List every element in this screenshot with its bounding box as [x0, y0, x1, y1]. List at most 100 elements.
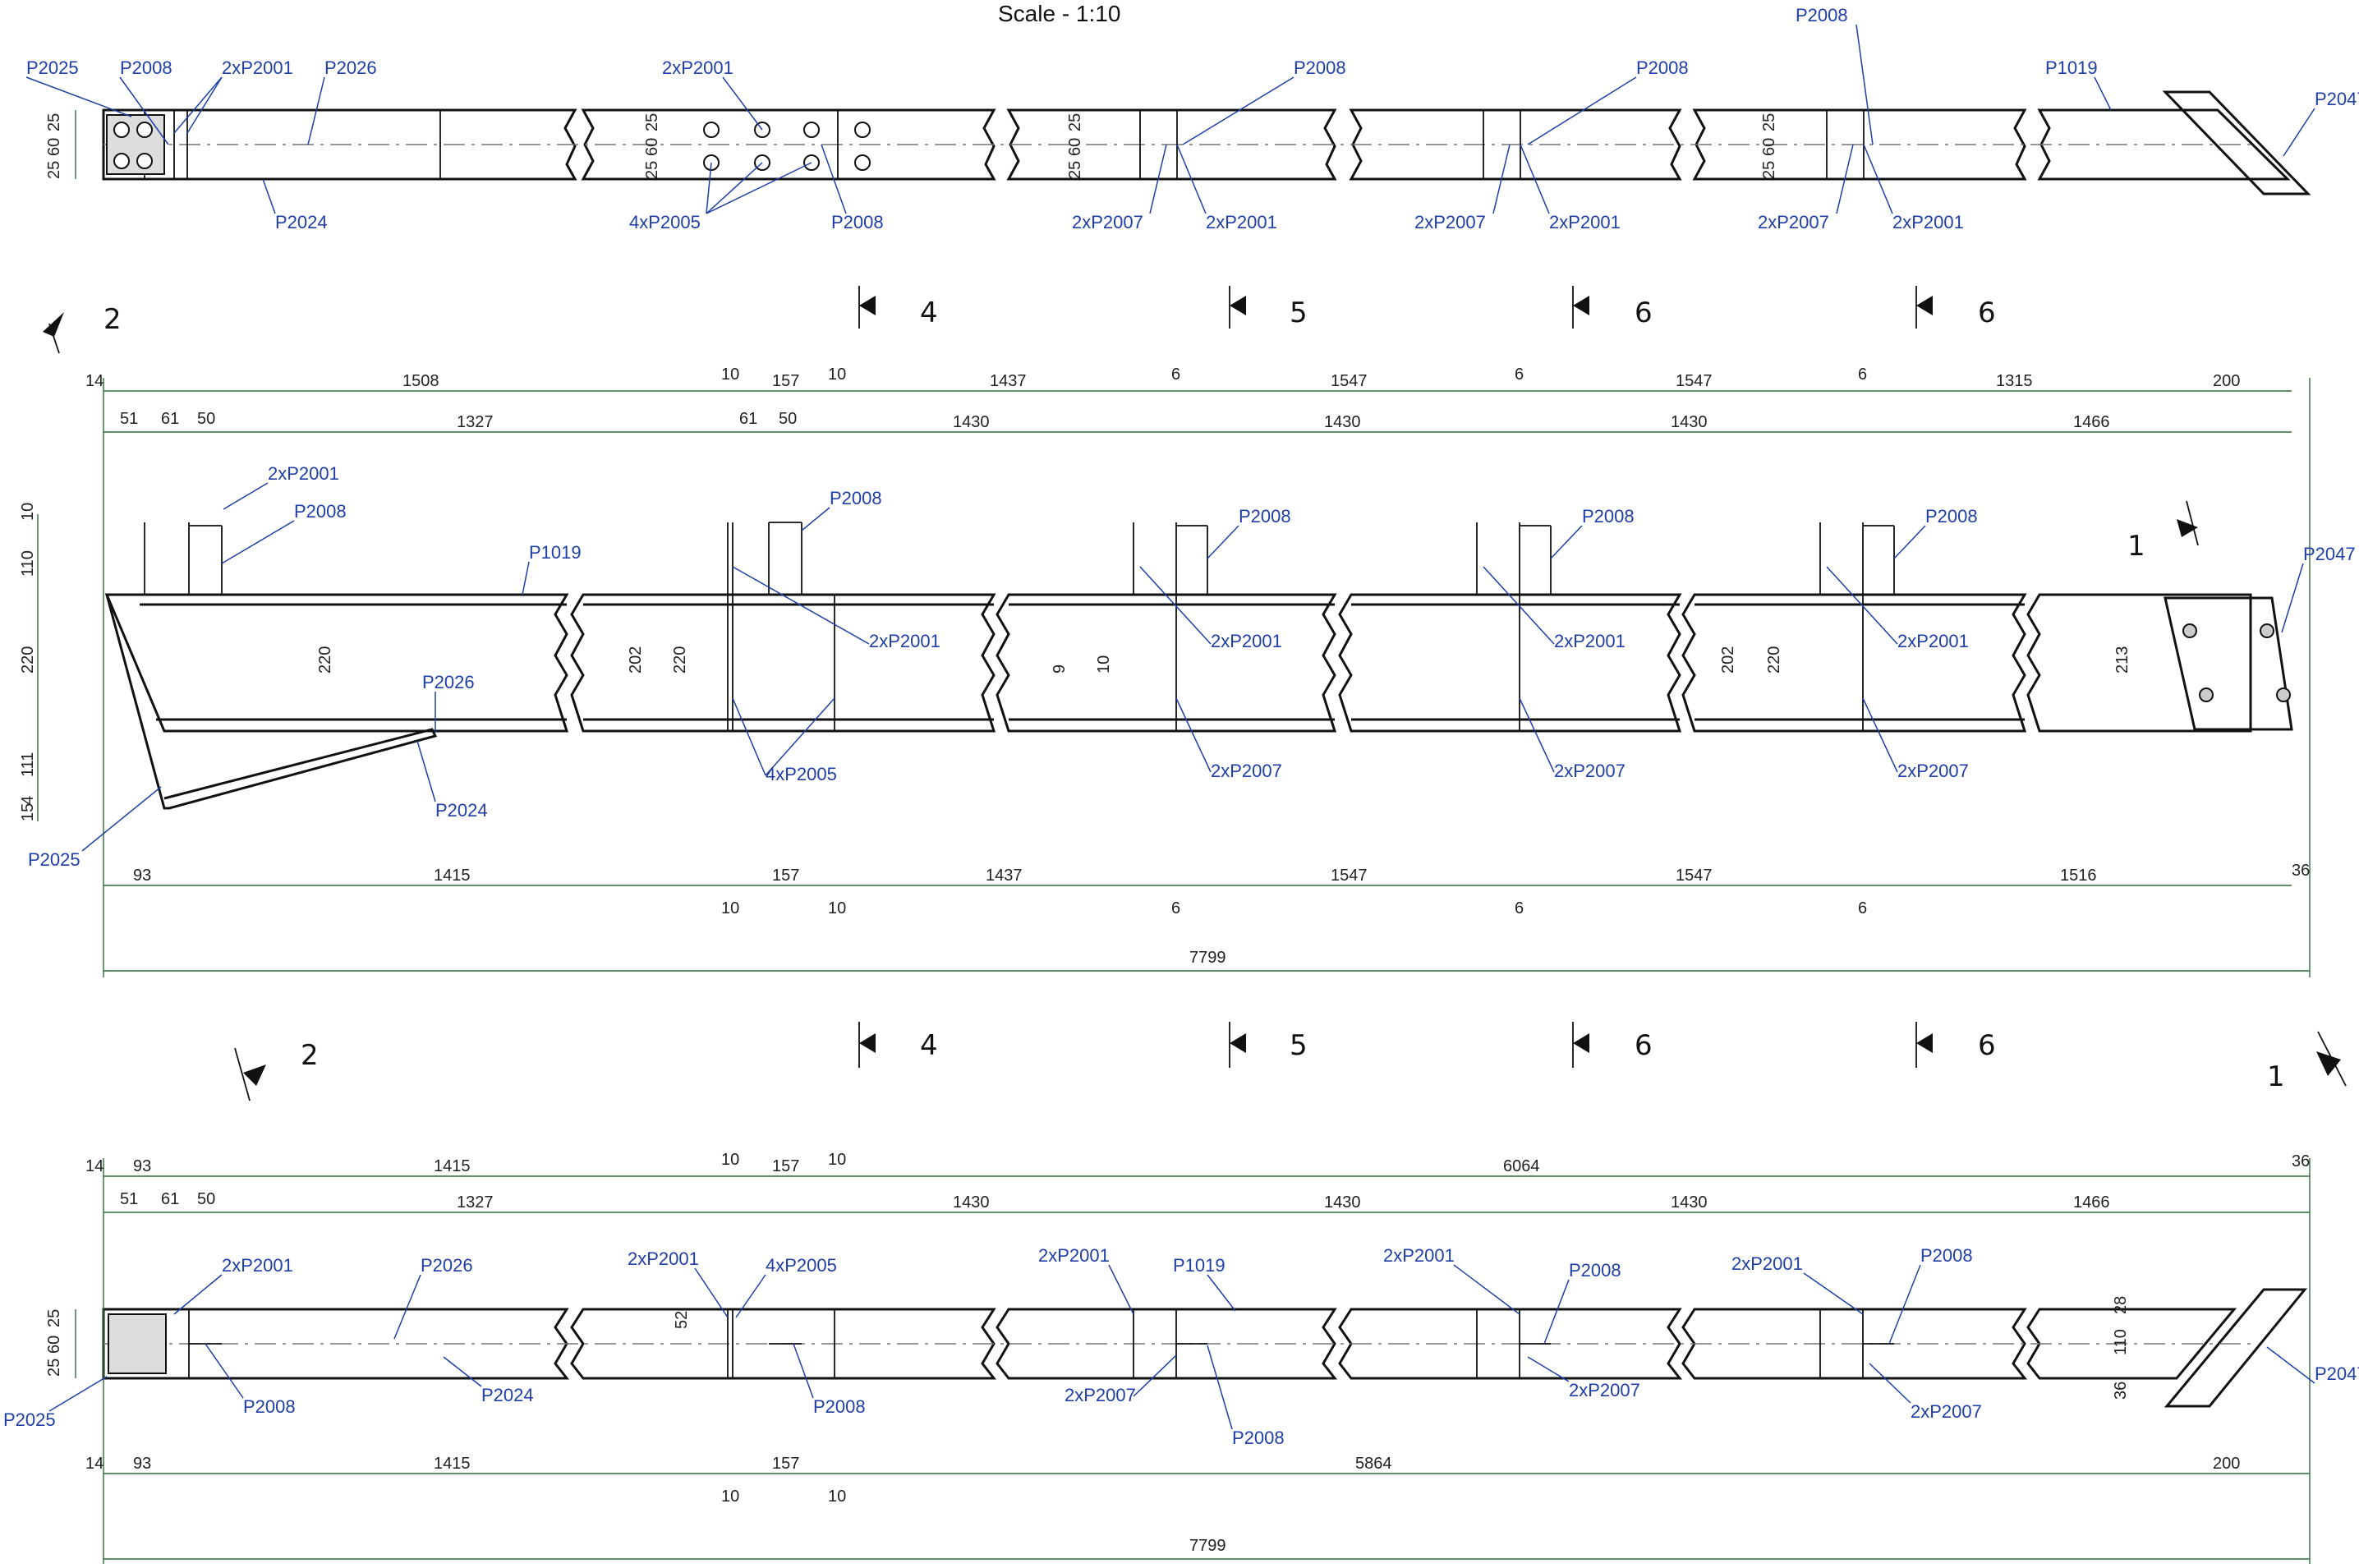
- dim-text: 220: [671, 646, 689, 674]
- dim-text: 200: [2213, 372, 2240, 390]
- dim-text: 1415: [434, 1455, 471, 1473]
- dim-text: 25: [1066, 113, 1084, 131]
- dim-text: 202: [627, 646, 645, 674]
- dim-text: 6: [1171, 366, 1180, 384]
- label-p2008: P2008: [1569, 1260, 1621, 1281]
- section-5-mark: 5: [1290, 1029, 1308, 1062]
- label-p2024: P2024: [481, 1385, 534, 1405]
- dim-text: 157: [772, 867, 799, 885]
- dim-text: 25: [643, 161, 661, 179]
- dim-text: 6: [1515, 366, 1524, 384]
- dim-text: 10: [828, 1488, 846, 1506]
- label-p2008: P2008: [120, 57, 172, 78]
- dim-text: 1508: [402, 372, 439, 390]
- section-1-mark: 1: [2127, 530, 2145, 563]
- bottom-view: 14 93 1415 10 157 10 6064 36 51 61 50 13…: [3, 1151, 2359, 1564]
- dim-text: 1415: [434, 867, 471, 885]
- dim-text: 5864: [1355, 1455, 1392, 1473]
- dim-text: 10: [828, 899, 846, 917]
- dim-text: 61: [739, 410, 757, 428]
- label-p1019: P1019: [1173, 1255, 1225, 1276]
- dim-text: 14: [85, 1157, 103, 1175]
- label-2xp2001: 2xP2001: [869, 631, 940, 651]
- dim-text: 1430: [1324, 1193, 1361, 1212]
- dim-text: 60: [45, 138, 63, 156]
- section-2-mark: 2: [103, 303, 122, 336]
- label-2xp2007: 2xP2007: [1414, 212, 1486, 232]
- section-1-mark: 1: [2267, 1060, 2285, 1093]
- dim-text: 14: [85, 372, 103, 390]
- label-2xp2001: 2xP2001: [222, 57, 293, 78]
- label-2xp2007: 2xP2007: [1072, 212, 1143, 232]
- label-p2008: P2008: [294, 501, 347, 522]
- dim-text: 1430: [953, 413, 990, 431]
- dim-text: 213: [2113, 646, 2131, 674]
- dim-text: 51: [120, 410, 138, 428]
- section-marks-row2: 2 4 5 6 6 1: [234, 1022, 2347, 1101]
- dim-text: 10: [721, 1151, 739, 1169]
- dim-text: 14: [85, 1455, 103, 1473]
- label-p2008: P2008: [813, 1396, 866, 1417]
- dim-text: 50: [779, 410, 797, 428]
- section-4-mark: 4: [920, 297, 938, 329]
- bolt-group-left: [106, 114, 165, 175]
- section-6b-mark: 6: [1978, 297, 1996, 329]
- section-2-mark: 2: [301, 1039, 319, 1072]
- dim-text: 220: [1765, 646, 1783, 674]
- label-2xp2001: 2xP2001: [268, 463, 339, 484]
- label-2xp2001: 2xP2001: [1892, 212, 1964, 232]
- label-2xp2001: 2xP2001: [1211, 631, 1282, 651]
- label-p2008: P2008: [1582, 506, 1635, 526]
- label-p2047: P2047: [2303, 544, 2356, 564]
- label-p2008: P2008: [831, 212, 884, 232]
- dim-text: 1327: [457, 413, 494, 431]
- dim-text: 110: [2112, 1329, 2130, 1355]
- dim-text: 36: [2292, 862, 2310, 880]
- dim-text: 9: [1051, 664, 1069, 674]
- label-4xp2005: 4xP2005: [766, 1255, 837, 1276]
- dim-text: 93: [133, 867, 151, 885]
- dim-text: 1547: [1676, 372, 1713, 390]
- section-6b-mark: 6: [1978, 1029, 1996, 1062]
- dim-text: 1415: [434, 1157, 471, 1175]
- dim-text: 220: [19, 646, 37, 674]
- label-p2026: P2026: [324, 57, 377, 78]
- dim-text: 202: [1719, 646, 1737, 674]
- label-p2025: P2025: [26, 57, 79, 78]
- dim-text: 6: [1171, 899, 1180, 917]
- section-5-mark: 5: [1290, 297, 1308, 329]
- dim-text: 1466: [2073, 1193, 2110, 1212]
- dim-text: 93: [133, 1455, 151, 1473]
- dim-text: 93: [133, 1157, 151, 1175]
- section-6a-mark: 6: [1635, 297, 1653, 329]
- label-p2026: P2026: [422, 672, 475, 692]
- hole-group-p2005: [703, 122, 871, 171]
- label-2xp2001: 2xP2001: [222, 1255, 293, 1276]
- label-2xp2001: 2xP2001: [1206, 212, 1277, 232]
- label-4xp2005: 4xP2005: [766, 764, 837, 784]
- label-p2008: P2008: [1925, 506, 1978, 526]
- label-p2008: P2008: [243, 1396, 296, 1417]
- label-p2008: P2008: [830, 488, 882, 508]
- label-p2008: P2008: [1294, 57, 1346, 78]
- label-p2047: P2047: [2315, 89, 2359, 109]
- label-2xp2001: 2xP2001: [628, 1248, 699, 1269]
- top-view: 25 60 25 25 60 25 25 60 25 25 60 25 P202…: [25, 5, 2359, 232]
- section-marks-row1: 2 4 5 6 6 1: [43, 286, 2199, 563]
- dim-text: 1547: [1331, 372, 1368, 390]
- dim-text: 110: [19, 550, 37, 577]
- dim-text: 6064: [1503, 1157, 1540, 1175]
- dim-text: 1430: [953, 1193, 990, 1212]
- label-p2047: P2047: [2315, 1363, 2359, 1384]
- dim-text: 200: [2213, 1455, 2240, 1473]
- dim-text: 1430: [1324, 413, 1361, 431]
- label-2xp2007: 2xP2007: [1211, 761, 1282, 781]
- dim-text: 50: [197, 1190, 215, 1208]
- dim-text: 25: [1760, 113, 1778, 131]
- label-2xp2001: 2xP2001: [1897, 631, 1969, 651]
- dim-text: 15: [19, 803, 37, 821]
- section-6a-mark: 6: [1635, 1029, 1653, 1062]
- dim-text: 60: [1760, 138, 1778, 156]
- label-2xp2001: 2xP2001: [1038, 1245, 1110, 1266]
- dim-text: 50: [197, 410, 215, 428]
